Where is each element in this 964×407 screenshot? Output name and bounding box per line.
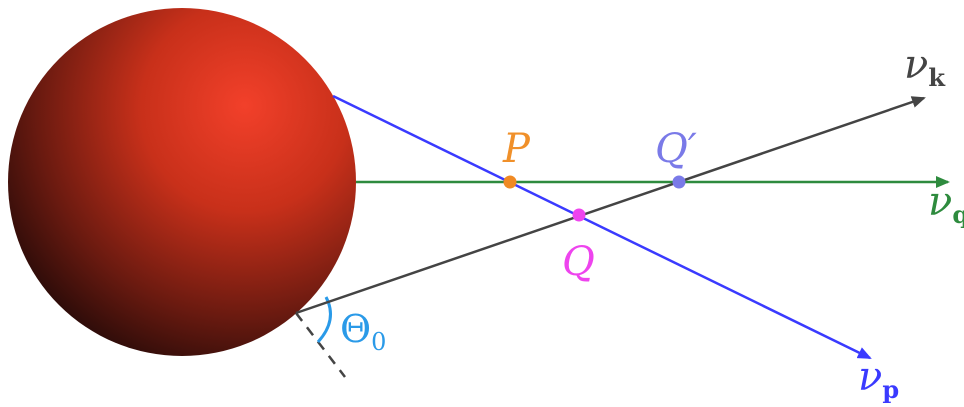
label-Q: Q: [562, 239, 595, 285]
ray-nu-p: [332, 94, 872, 360]
point-Q: [572, 208, 586, 222]
sphere: [8, 8, 356, 356]
label-nu-p-base: ν: [858, 354, 882, 400]
label-P: P: [502, 126, 531, 172]
point-Q-prime: [672, 175, 686, 189]
label-nu-k: νk: [904, 42, 946, 92]
label-nu-q-base: ν: [928, 179, 952, 225]
label-nu-k-base: ν: [904, 42, 928, 88]
label-nu-k-sub: k: [928, 63, 946, 92]
label-theta: Θ0: [340, 307, 386, 356]
label-nu-q-sub: q: [952, 200, 964, 229]
point-P: [503, 175, 517, 189]
label-nu-p: νp: [858, 354, 899, 404]
label-theta-base: Θ: [340, 307, 371, 351]
label-nu-p-sub: p: [882, 375, 899, 404]
dashed-normal-line: [295, 312, 346, 378]
label-Q-prime: Q′: [655, 126, 697, 172]
label-theta-sub: 0: [371, 328, 386, 356]
ray-nu-k: [295, 96, 926, 315]
label-nu-q: νq: [928, 179, 964, 229]
